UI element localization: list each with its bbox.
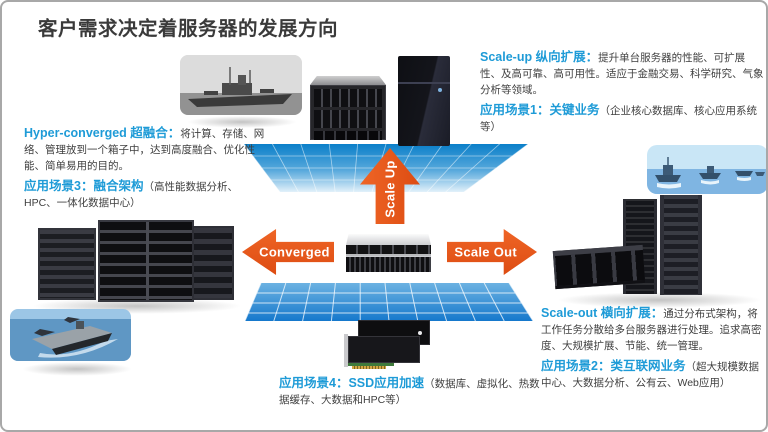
scale-out-rack-right bbox=[660, 195, 702, 295]
scenario-1-note: （企业核心数据库、核心应用系统等） bbox=[480, 105, 757, 133]
scale-up-arrow-label: Scale Up bbox=[382, 160, 398, 218]
vendor-logo-dot bbox=[438, 88, 442, 92]
hyper-converged-heading: Hyper-converged 超融合： bbox=[24, 126, 181, 140]
converged-arrow-label: Converged bbox=[259, 244, 330, 260]
scale-out-arrow-label: Scale Out bbox=[454, 244, 518, 260]
scenario-4-heading: 应用场景4：SSD应用加速 bbox=[279, 376, 425, 390]
scale-out-arrow: Scale Out bbox=[447, 229, 537, 275]
scale-up-text-block: Scale-up 纵向扩展：提升单台服务器的性能、可扩展性、及高可靠、高可用性。… bbox=[480, 48, 766, 139]
scale-up-heading: Scale-up 纵向扩展： bbox=[480, 50, 599, 64]
scale-out-grid-floor bbox=[245, 283, 533, 321]
hyper-converged-text-block: Hyper-converged 超融合：将计算、存储、网络、管理放到一个箱子中，… bbox=[24, 124, 266, 215]
page-title: 客户需求决定着服务器的发展方向 bbox=[38, 18, 339, 40]
scenario-4-note: （数据库、虚拟化、热数据缓存、大数据和HPC等） bbox=[279, 378, 540, 406]
hyper-converged-body: 将计算、存储、网络、管理放到一个箱子中，达到高度融合、优化性能、简单易用的目的。 bbox=[24, 128, 265, 172]
scale-out-text-block: Scale-out 横向扩展：通过分布式架构，将工作任务分散给多台服务器进行处理… bbox=[541, 304, 766, 395]
scenario-2-heading: 应用场景2：类互联网业务 bbox=[541, 359, 686, 374]
scale-up-body: 提升单台服务器的性能、可扩展性、及高可靠、高可用性。适应于金融交易、科学研究、气… bbox=[480, 52, 764, 96]
carrier-reflection bbox=[22, 362, 132, 376]
scenario-1-heading: 应用场景1：关键业务 bbox=[480, 103, 600, 118]
scenario-3-note: （高性能数据分析、HPC、一体化数据中心） bbox=[24, 181, 238, 209]
rack-shadow bbox=[557, 292, 762, 308]
ship-fleet-photo bbox=[647, 145, 766, 194]
2u-rack-server bbox=[346, 234, 431, 276]
converged-arrow: Converged bbox=[242, 229, 334, 275]
scenario-2-note: （超大规模数据中心、大数据分析、公有云、Web应用） bbox=[541, 361, 759, 389]
pcie-ssd-cards bbox=[344, 320, 432, 370]
converged-chassis-center bbox=[98, 220, 194, 302]
battleship-reflection bbox=[187, 116, 297, 128]
scenario-3-heading: 应用场景3：融合架构 bbox=[24, 179, 144, 194]
scale-out-body: 通过分布式架构，将工作任务分散给多台服务器进行处理。追求高密度、大规模扩展、节能… bbox=[541, 308, 762, 352]
aircraft-carrier-photo bbox=[10, 309, 131, 361]
battleship-photo bbox=[180, 55, 302, 115]
scale-out-node-chassis bbox=[552, 244, 646, 290]
converged-chassis-left bbox=[38, 228, 96, 300]
scale-out-heading: Scale-out 横向扩展： bbox=[541, 306, 664, 320]
high-end-server-tower bbox=[398, 56, 450, 146]
ssd-text-block: 应用场景4：SSD应用加速（数据库、虚拟化、热数据缓存、大数据和HPC等） bbox=[279, 374, 547, 412]
converged-chassis-right bbox=[192, 226, 234, 300]
blade-server-chassis bbox=[310, 76, 386, 140]
